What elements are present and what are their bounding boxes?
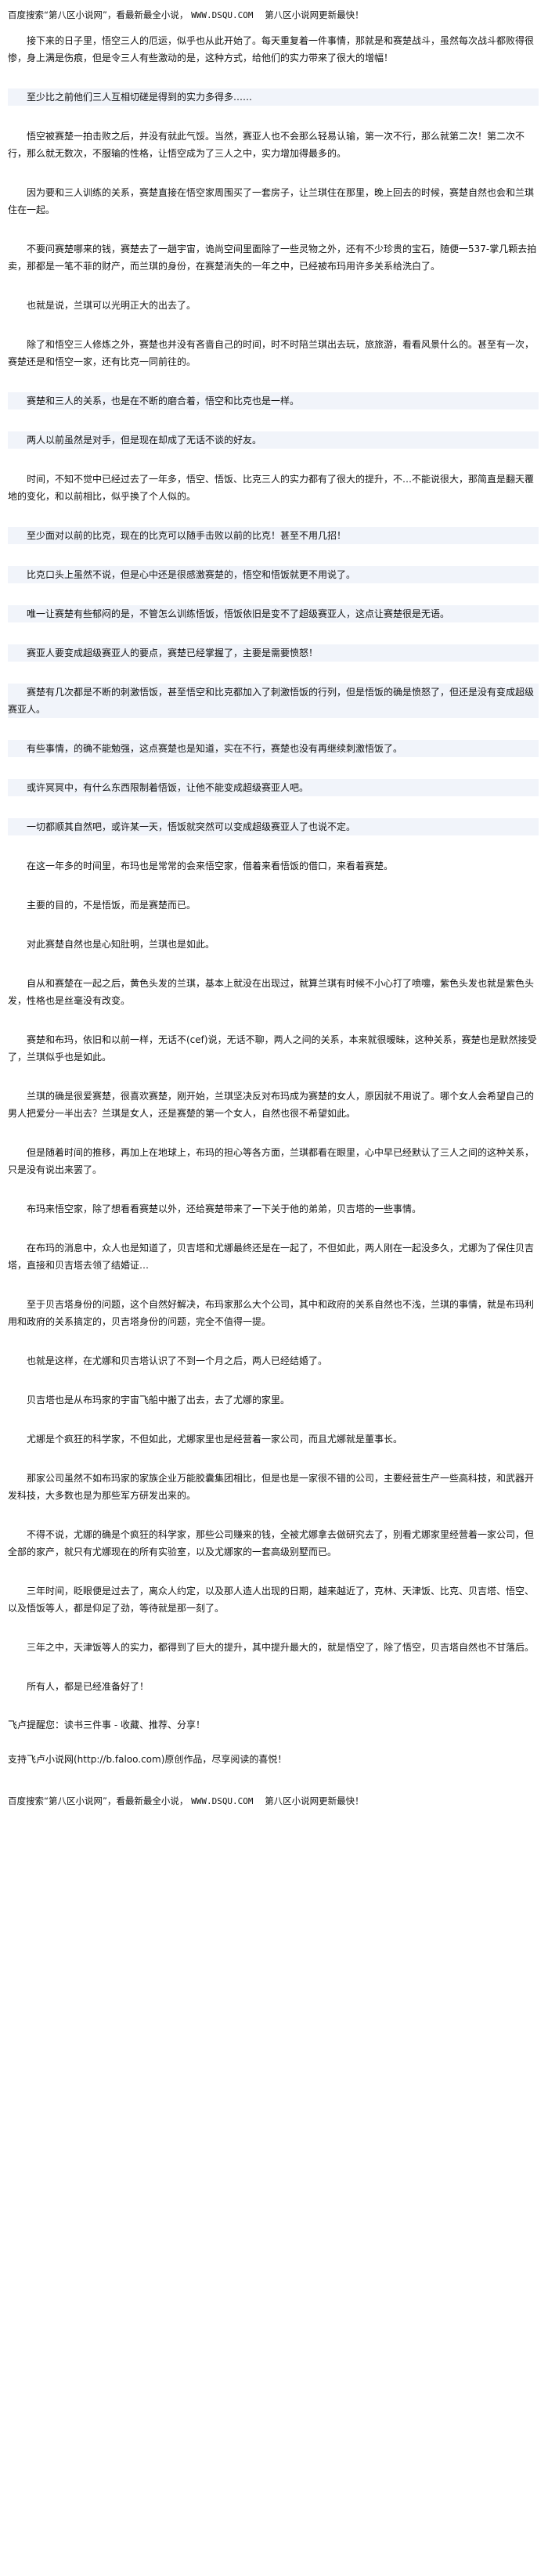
chapter-body: 接下来的日子里，悟空三人的厄运，似乎也从此开始了。每天重复着一件事情，那就是和赛… [8, 32, 539, 1695]
paragraph: 贝吉塔也是从布玛家的宇宙飞船中搬了出去，去了尤娜的家里。 [27, 1394, 290, 1405]
paragraph: 除了和悟空三人修炼之外，赛楚也并没有吝啬自己的时间，时不时陪兰琪出去玩，旅旅游，… [8, 339, 535, 367]
paragraph: 尤娜是个疯狂的科学家，不但如此，尤娜家里也是经营着一家公司，而且尤娜就是董事长。 [27, 1434, 403, 1445]
support-text: 支持飞卢小说网(http://b.faloo.com)原创作品，尽享阅读的喜悦！ [8, 1754, 287, 1765]
paragraph: 但是随着时间的推移，再加上在地球上，布玛的担心等各方面，兰琪都看在眼里，心中早已… [8, 1147, 535, 1175]
paragraph: 赛楚有几次都是不断的刺激悟饭，甚至悟空和比克都加入了刺激悟饭的行列，但是悟饭的确… [8, 684, 539, 718]
paragraph: 接下来的日子里，悟空三人的厄运，似乎也从此开始了。每天重复着一件事情，那就是和赛… [8, 35, 535, 63]
paragraph: 在布玛的消息中，众人也是知道了，贝吉塔和尤娜最终还是在一起了，不但如此，两人刚在… [8, 1243, 535, 1271]
bottom-banner-url: WWW.DSQU.COM [191, 1796, 254, 1806]
paragraph: 三年之中，天津饭等人的实力，都得到了巨大的提升，其中提升最大的，就是悟空了，除了… [27, 1642, 535, 1653]
paragraph: 至少比之前他们三人互相切磋是得到的实力多得多…… [8, 88, 539, 106]
paragraph: 自从和赛楚在一起之后，黄色头发的兰琪，基本上就没在出现过，就算兰琪有时候不小心打… [8, 978, 535, 1006]
paragraph: 赛楚和布玛，依旧和以前一样，无话不(cef)说，无话不聊，两人之间的关系，本来就… [8, 1034, 537, 1063]
paragraph: 不得不说，尤娜的确是个疯狂的科学家，那些公司赚来的钱，全被尤娜拿去做研究去了，别… [8, 1529, 535, 1557]
bottom-banner: 百度搜索“第八区小说网”，看最新最全小说， WWW.DSQU.COM 第八区小说… [8, 1786, 539, 1809]
paragraph: 至少面对以前的比克，现在的比克可以随手击败以前的比克！甚至不用几招！ [8, 527, 539, 544]
promo-text: 飞卢提醒您：读书三件事 - 收藏、推荐、分享！ [8, 1719, 205, 1730]
paragraph: 因为要和三人训练的关系，赛楚直接在悟空家周围买了一套房子，让兰琪住在那里，晚上回… [8, 187, 535, 215]
paragraph: 对此赛楚自然也是心知肚明，兰琪也是如此。 [27, 939, 215, 950]
paragraph: 悟空被赛楚一拍击败之后，并没有就此气馁。当然，赛亚人也不会那么轻易认输，第一次不… [8, 131, 525, 159]
paragraph: 也就是说，兰琪可以光明正大的出去了。 [27, 300, 196, 311]
paragraph: 或许冥冥中，有什么东西限制着悟饭，让他不能变成超级赛亚人吧。 [8, 779, 539, 796]
paragraph: 比克口头上虽然不说，但是心中还是很感激赛楚的，悟空和悟饭就更不用说了。 [8, 566, 539, 583]
paragraph: 赛楚和三人的关系，也是在不断的磨合着，悟空和比克也是一样。 [8, 392, 539, 409]
paragraph: 一切都顺其自然吧，或许某一天，悟饭就突然可以变成超级赛亚人了也说不定。 [8, 818, 539, 835]
top-banner-url: WWW.DSQU.COM [191, 10, 254, 20]
bottom-banner-prefix: 百度搜索“第八区小说网”，看最新最全小说， [8, 1795, 189, 1806]
paragraph: 所有人，都是已经准备好了！ [27, 1681, 150, 1692]
paragraph: 唯一让赛楚有些郁闷的是，不管怎么训练悟饭，悟饭依旧是变不了超级赛亚人，这点让赛楚… [8, 605, 539, 622]
paragraph: 主要的目的，不是悟饭，而是赛楚而已。 [27, 900, 196, 911]
paragraph: 有些事情，的确不能勉强，这点赛楚也是知道，实在不行，赛楚也没有再继续刺激悟饭了。 [8, 740, 539, 757]
paragraph: 三年时间，眨眼便是过去了，离众人约定，以及那人造人出现的日期，越来越近了，克林、… [8, 1586, 535, 1614]
paragraph: 在这一年多的时间里，布玛也是常常的会来悟空家，借着来看悟饭的借口，来看着赛楚。 [27, 860, 394, 871]
paragraph: 两人以前虽然是对手，但是现在却成了无话不谈的好友。 [8, 431, 539, 449]
paragraph: 至于贝吉塔身份的问题，这个自然好解决，布玛家那么大个公司，其中和政府的关系自然也… [8, 1299, 535, 1327]
paragraph: 时间，不知不觉中已经过去了一年多，悟空、悟饭、比克三人的实力都有了很大的提升，不… [8, 474, 535, 502]
chapter-footer: 飞卢提醒您：读书三件事 - 收藏、推荐、分享！ 支持飞卢小说网(http://b… [8, 1717, 539, 1767]
chapter-page: 百度搜索“第八区小说网”，看最新最全小说， WWW.DSQU.COM 第八区小说… [8, 0, 539, 1809]
top-banner-suffix: 第八区小说网更新最快！ [265, 9, 364, 20]
top-banner: 百度搜索“第八区小说网”，看最新最全小说， WWW.DSQU.COM 第八区小说… [8, 0, 539, 32]
bottom-banner-suffix: 第八区小说网更新最快！ [265, 1795, 364, 1806]
paragraph: 也就是这样，在尤娜和贝吉塔认识了不到一个月之后，两人已经结婚了。 [27, 1355, 328, 1366]
top-banner-prefix: 百度搜索“第八区小说网”，看最新最全小说， [8, 9, 189, 20]
paragraph: 布玛来悟空家，除了想看看赛楚以外，还给赛楚带来了一下关于他的弟弟，贝吉塔的一些事… [27, 1203, 422, 1214]
paragraph: 那家公司虽然不如布玛家的家族企业万能胶囊集团相比，但是也是一家很不错的公司，主要… [8, 1473, 535, 1501]
paragraph: 不要问赛楚哪来的钱，赛楚去了一趟宇宙，诡尚空间里面除了一些灵物之外，还有不少珍贵… [8, 244, 537, 272]
paragraph: 兰琪的确是很爱赛楚，很喜欢赛楚，刚开始，兰琪坚决反对布玛成为赛楚的女人，原因就不… [8, 1091, 535, 1119]
paragraph: 赛亚人要变成超级赛亚人的要点，赛楚已经掌握了，主要是需要愤怒！ [8, 644, 539, 662]
